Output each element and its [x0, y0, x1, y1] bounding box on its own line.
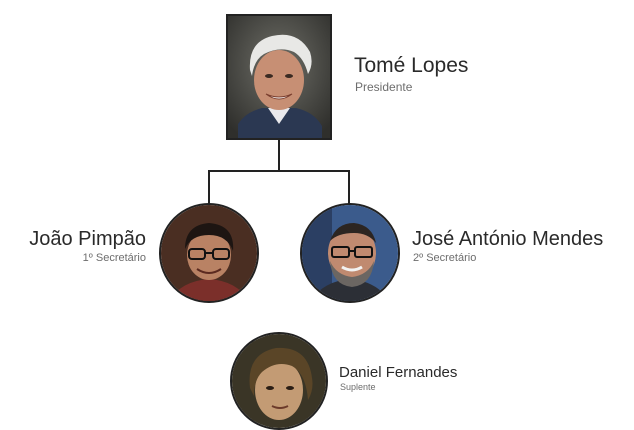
secretary2-role: 2º Secretário [413, 252, 477, 264]
connector-horizontal [210, 170, 350, 172]
president-name: Tomé Lopes [354, 54, 469, 77]
substitute-role: Suplente [340, 382, 376, 392]
secretary2-name: José António Mendes [412, 228, 604, 250]
secretary2-photo [300, 203, 400, 303]
president-photo [226, 14, 332, 140]
connector-left-drop [208, 170, 210, 204]
substitute-name: Daniel Fernandes [339, 364, 458, 381]
substitute-photo [230, 332, 328, 430]
secretary1-name: João Pimpão [29, 228, 146, 250]
secretary1-role: 1º Secretário [82, 252, 146, 264]
portrait-icon [302, 205, 398, 301]
portrait-icon [232, 334, 326, 428]
portrait-icon [161, 205, 257, 301]
connector-vertical-top [278, 140, 280, 172]
connector-right-drop [348, 170, 350, 204]
secretary1-photo [159, 203, 259, 303]
president-role: Presidente [355, 80, 413, 94]
portrait-icon [228, 16, 330, 138]
